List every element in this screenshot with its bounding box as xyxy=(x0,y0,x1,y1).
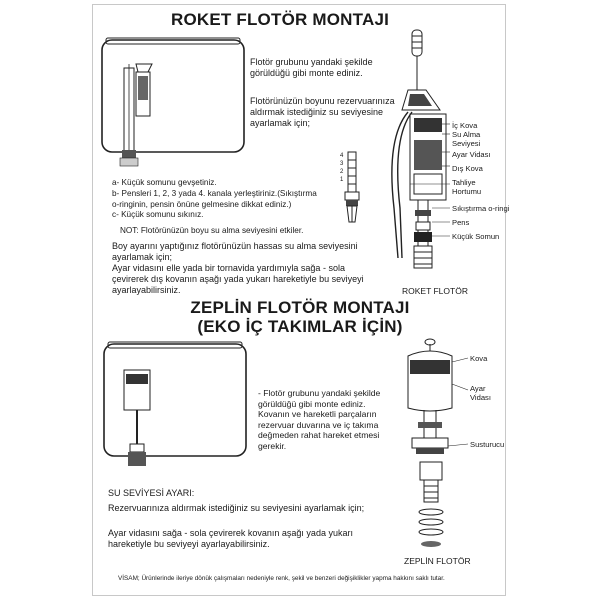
label-dis-kova: Dış Kova xyxy=(452,164,483,173)
channel-number-1: 1 xyxy=(340,177,344,183)
label-susturucu: Susturucu xyxy=(470,440,505,449)
tank-illustration-roket xyxy=(101,37,245,167)
section1-adjust-intro: Flotörünüzün boyunu rezervuarınıza aldır… xyxy=(250,96,395,128)
zeplin-flotor-diagram xyxy=(407,338,469,547)
label-kucuk-somun: Küçük Somun xyxy=(452,232,500,241)
label-kova: Kova xyxy=(470,354,488,363)
section2-title-line1: ZEPLİN FLOTÖR MONTAJI xyxy=(190,298,410,317)
label-tahliye-hortumu: Tahliye Hortumu xyxy=(452,178,482,196)
section2-title-line2: (EKO İÇ TAKIMLAR İÇİN) xyxy=(197,317,403,336)
roket-flotor-diagram xyxy=(391,29,450,269)
step-a: a- Küçük somunu gevşetiniz. xyxy=(112,178,217,187)
footer-disclaimer: VİSAM; Ürünlerinde ileriye dönük çalışma… xyxy=(118,575,445,582)
label-zeplin-ayar-vidasi: Ayar Vidası xyxy=(470,384,491,402)
section1-fine-tune: Boy ayarını yaptığınız flotörünüzün hass… xyxy=(112,241,364,295)
label-sikistirma-oringi: Sıkıştırma o-ringi xyxy=(452,204,510,213)
roket-flotor-caption: ROKET FLOTÖR xyxy=(402,286,468,296)
channel-number-4: 4 xyxy=(340,153,344,159)
section1-intro: Flotör grubunu yandaki şekilde görüldüğü… xyxy=(250,57,373,78)
water-level-text1: Rezervuarınıza aldırmak istediğiniz su s… xyxy=(108,503,365,513)
label-pens: Pens xyxy=(452,218,470,227)
label-su-alma-seviyesi: Su Alma Seviyesi xyxy=(452,130,481,148)
zeplin-flotor-caption: ZEPLİN FLOTÖR xyxy=(404,556,471,566)
section2-intro: - Flotör grubunu yandaki şekilde görüldü… xyxy=(258,388,381,451)
page-frame xyxy=(92,4,506,596)
channel-gauge-illustration xyxy=(344,151,360,223)
tank-illustration-zeplin xyxy=(103,341,247,466)
step-b: b- Pensleri 1, 2, 3 yada 4. kanala yerle… xyxy=(112,189,317,209)
water-level-heading: SU SEVİYESİ AYARI: xyxy=(108,488,195,498)
section1-title: ROKET FLOTÖR MONTAJI xyxy=(170,10,390,29)
step-c: c- Küçük somunu sıkınız. xyxy=(112,210,204,219)
section1-note: NOT: Flotörünüzün boyu su alma seviyesin… xyxy=(120,226,304,235)
channel-number-3: 3 xyxy=(340,161,344,167)
water-level-text2: Ayar vidasını sağa - sola çevirerek kova… xyxy=(108,528,353,549)
label-ayar-vidasi: Ayar Vidası xyxy=(452,150,491,159)
channel-number-2: 2 xyxy=(340,169,344,175)
label-ic-kova: İç Kova xyxy=(452,121,478,130)
